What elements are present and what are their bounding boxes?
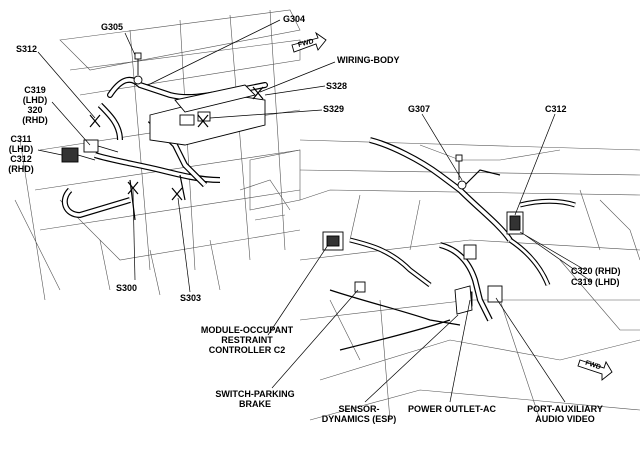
label-s329: S329 <box>323 104 345 114</box>
label-switch-parking-brake: SWITCH-PARKING BRAKE <box>213 389 297 409</box>
label-c311-group: C311 (LHD) C312 (RHD) <box>4 134 38 174</box>
label-port-auxiliary: PORT-AUXILIARY AUDIO VIDEO <box>521 404 609 424</box>
splice-markers <box>89 86 264 201</box>
label-module-line1: MODULE-OCCUPANT <box>200 325 294 335</box>
label-g305: G305 <box>101 22 124 32</box>
esp-sensor <box>454 285 473 315</box>
label-g304: G304 <box>283 14 306 24</box>
label-c319-group: C319 (LHD) 320 (RHD) <box>16 85 54 125</box>
label-320: 320 <box>27 105 43 115</box>
left-leader-lines <box>37 19 336 293</box>
label-wiring-body: WIRING-BODY <box>337 55 400 65</box>
label-c320-rhd: C320 (RHD) <box>571 266 621 276</box>
label-c311: C311 <box>10 134 32 144</box>
label-power-outlet: POWER OUTLET-AC <box>408 404 496 414</box>
left-connectors <box>61 139 119 163</box>
label-sensor-line2: DYNAMICS (ESP) <box>321 414 397 424</box>
label-switch-line2: BRAKE <box>238 399 271 409</box>
left-junction-block <box>149 84 266 146</box>
label-c319: C319 <box>24 85 46 95</box>
label-port-line2: AUDIO VIDEO <box>535 414 595 424</box>
label-c312-left: C312 <box>10 154 32 164</box>
right-view-structure <box>299 139 640 421</box>
label-c319-lhd-right: C319 (LHD) <box>571 277 620 287</box>
label-c311-lhd: (LHD) <box>8 144 34 154</box>
right-harness <box>329 137 576 351</box>
label-sensor-dynamics: SENSOR- DYNAMICS (ESP) <box>317 404 401 424</box>
label-module-occupant: MODULE-OCCUPANT RESTRAINT CONTROLLER C2 <box>192 325 302 355</box>
label-320-rhd: (RHD) <box>22 115 48 125</box>
label-s312: S312 <box>16 44 38 54</box>
label-s303: S303 <box>180 293 202 303</box>
label-c319-lhd: (LHD) <box>22 95 48 105</box>
label-port-line1: PORT-AUXILIARY <box>527 404 603 414</box>
label-c312-right: C312 <box>545 104 567 114</box>
label-s300: S300 <box>116 283 138 293</box>
label-c312-left-rhd: (RHD) <box>8 164 34 174</box>
fwd-arrow-top <box>291 31 327 53</box>
label-module-line2: RESTRAINT <box>221 335 273 345</box>
g305-bolt <box>133 52 143 85</box>
label-s328: S328 <box>326 81 348 91</box>
label-sensor-line1: SENSOR- <box>338 404 380 414</box>
label-switch-line1: SWITCH-PARKING <box>215 389 295 399</box>
g307-bolt <box>455 154 467 190</box>
right-leader-lines <box>267 113 593 403</box>
left-view-structure <box>14 9 301 301</box>
fwd-arrow-bottom <box>577 359 613 381</box>
label-module-line3: CONTROLLER C2 <box>208 345 286 355</box>
label-g307: G307 <box>408 104 431 114</box>
